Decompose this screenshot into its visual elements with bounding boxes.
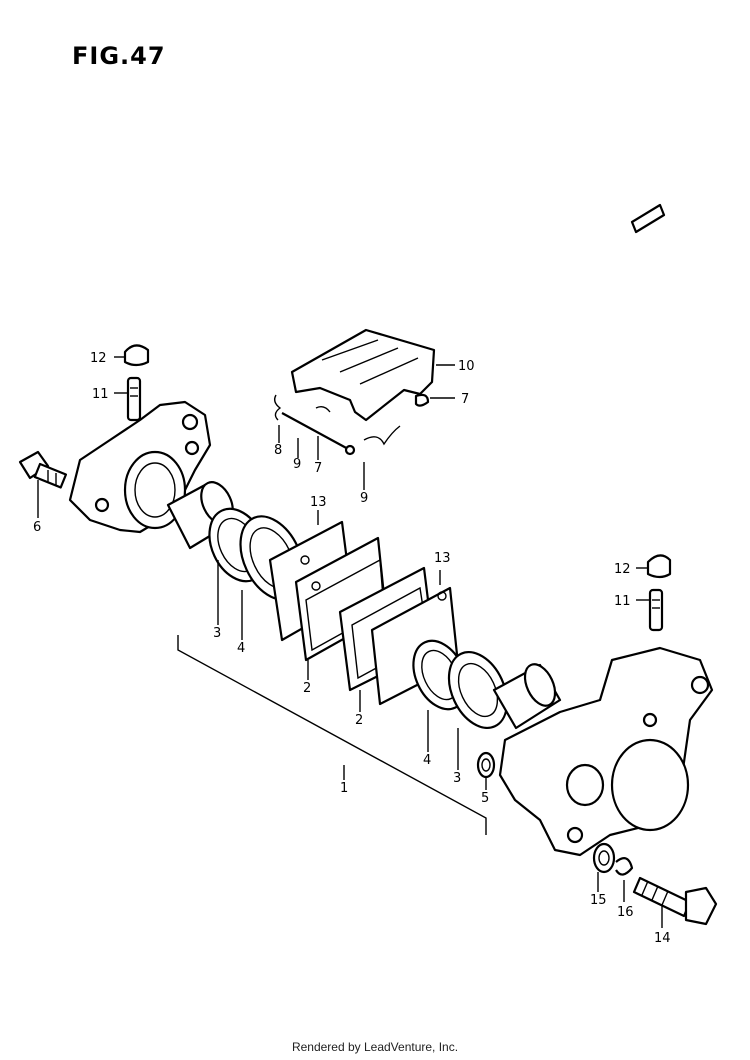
callout-3-right: 3 (453, 771, 461, 786)
pin-retainer-9 (315, 405, 401, 446)
callout-2-left: 2 (303, 681, 311, 696)
bleeder-cap-left (123, 344, 150, 367)
bleeder-valve-left (126, 376, 142, 422)
callout-8: 8 (274, 443, 282, 458)
pad-pin-clip-top (414, 393, 430, 407)
pad-pin (281, 412, 356, 456)
washer-15 (592, 842, 616, 874)
callout-3-left: 3 (213, 626, 221, 641)
bleeder-cap-right (646, 554, 672, 579)
leader-lines (37, 356, 663, 928)
washer-5 (476, 751, 496, 779)
callout-11-right: 11 (614, 594, 631, 609)
callout-4-right: 4 (423, 753, 431, 768)
callout-6: 6 (33, 520, 41, 535)
dust-seal-right (447, 651, 509, 729)
callout-4-left: 4 (237, 641, 245, 656)
callout-2-right: 2 (355, 713, 363, 728)
callout-7-top: 7 (461, 392, 469, 407)
figure-title: FIG.47 (72, 42, 166, 70)
callout-12-left: 12 (90, 351, 107, 366)
callout-10: 10 (458, 359, 475, 374)
mounting-bolt-6 (18, 450, 68, 489)
callout-labels: 12 11 6 10 7 8 9 7 9 13 13 3 4 2 2 4 3 5… (33, 351, 671, 946)
callout-13-left: 13 (310, 495, 327, 510)
callout-14: 14 (654, 931, 671, 946)
callout-16: 16 (617, 905, 634, 920)
callout-5: 5 (481, 791, 489, 806)
callout-11-left: 11 (92, 387, 109, 402)
callout-1: 1 (340, 781, 348, 796)
callout-12-right: 12 (614, 562, 631, 577)
direction-mark (630, 203, 666, 234)
pad-spring (290, 328, 436, 422)
assembly-bracket (177, 635, 487, 835)
callout-9-left: 9 (293, 457, 301, 472)
callout-9-right: 9 (360, 491, 368, 506)
spring-washer-16 (615, 857, 634, 876)
piston-right (492, 663, 562, 730)
mounting-bolt-14 (632, 876, 718, 926)
caliper-body-left (68, 400, 212, 534)
footer-credit: Rendered by LeadVenture, Inc. (291, 1040, 459, 1054)
pin-clip-8 (273, 394, 282, 421)
caliper-body-right (498, 646, 714, 857)
bleeder-valve-right (648, 588, 664, 632)
callout-13-right: 13 (434, 551, 451, 566)
callout-7-bottom: 7 (314, 461, 322, 476)
callout-15: 15 (590, 893, 607, 908)
